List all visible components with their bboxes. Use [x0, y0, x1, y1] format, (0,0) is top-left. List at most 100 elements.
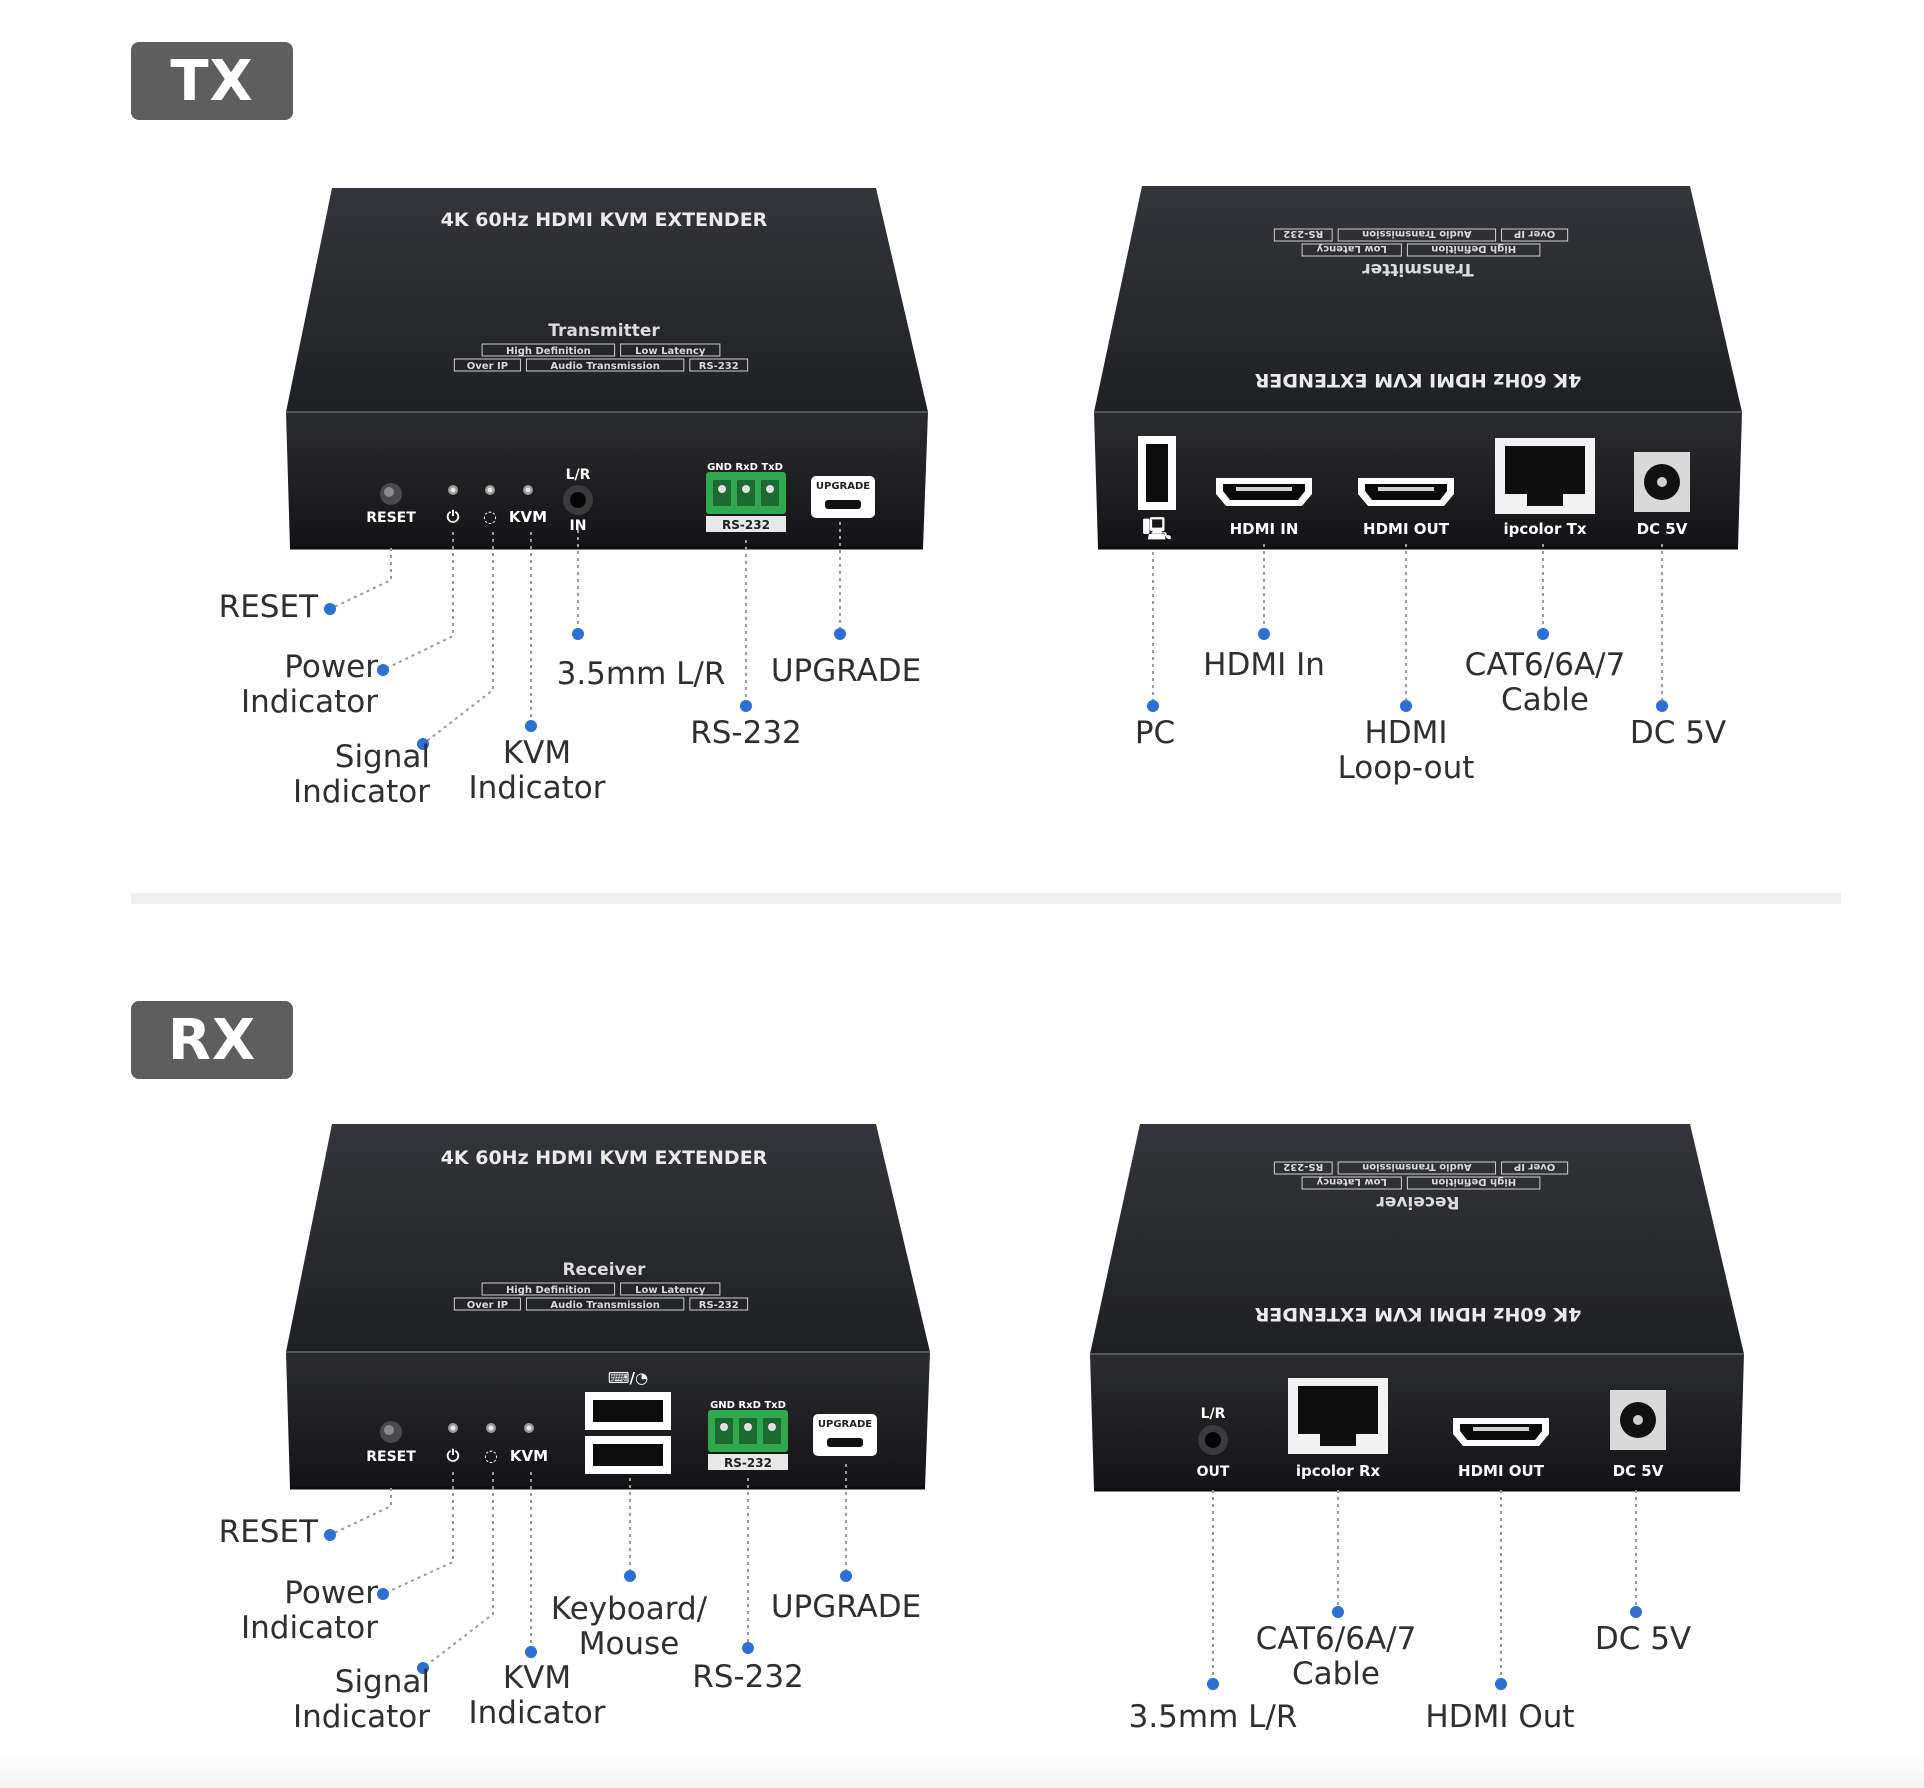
- led-indicator-core: [487, 487, 493, 493]
- top-tag-text: Audio Transmission: [550, 1300, 659, 1311]
- led-indicator-core: [525, 487, 531, 493]
- top-tag-text: Low Latency: [1316, 243, 1387, 254]
- top-tag-text: Over IP: [467, 361, 508, 372]
- callout-dot: [1332, 1606, 1344, 1618]
- reset-button-shine: [384, 487, 394, 497]
- tx-callout-reset-line: RESET: [218, 589, 318, 625]
- device-top-surface: [1090, 1124, 1744, 1354]
- tx-front-kvm-label: KVM: [509, 508, 547, 526]
- pc-icon: 🖳: [1142, 517, 1171, 542]
- callout-dot: [417, 738, 429, 750]
- top-tag-box: [1273, 1161, 1333, 1175]
- top-subtitle-text: Receiver: [562, 1260, 646, 1280]
- top-tag-box: [481, 1282, 616, 1296]
- rx-rear-audio-top-label: L/R: [1201, 1406, 1226, 1422]
- top-printing: 4K 60Hz HDMI KVM EXTENDERTransmitterHigh…: [1254, 228, 1581, 391]
- top-tag-text: RS-232: [1283, 228, 1323, 239]
- tx-rear-hdmi-in-label: HDMI IN: [1230, 520, 1299, 538]
- terminal-screw: [744, 1423, 752, 1431]
- tx-callout-upgrade-line: UPGRADE: [770, 653, 922, 689]
- rx-callout-upgrade-line: UPGRADE: [770, 1589, 922, 1625]
- callout-dot: [840, 1570, 852, 1582]
- rx-callout-kvm-line: KVM: [502, 1660, 572, 1696]
- tx-callout-signal-line: Signal: [334, 739, 430, 775]
- tx-callout-hdmi-in-line: HDMI In: [1203, 647, 1325, 683]
- rj45-port-socket: [1298, 1386, 1378, 1446]
- tx-callout-pc-line: PC: [1134, 715, 1176, 751]
- upgrade-port-socket: [827, 1438, 863, 1447]
- callout-dot: [834, 628, 846, 640]
- led-indicator-core: [450, 487, 456, 493]
- callout-dot: [525, 1646, 537, 1658]
- rx-callout-kvm-line: Indicator: [468, 1695, 606, 1731]
- top-tag-text: Over IP: [1514, 1161, 1555, 1172]
- tx-front-reset-label: RESET: [366, 510, 416, 526]
- top-tag-box: [1337, 228, 1497, 242]
- audio-jack-hole: [570, 492, 586, 508]
- rx-front-reset-label: RESET: [366, 1449, 416, 1465]
- rx-callout-rs232: RS-232: [692, 1660, 804, 1695]
- hdmi-port-pins: [1473, 1427, 1529, 1431]
- tx-callout-rs232-line: RS-232: [690, 715, 802, 751]
- upgrade-port-socket: [825, 500, 861, 509]
- rx-callout-hdmi-out-line: HDMI Out: [1425, 1699, 1575, 1735]
- tx-callout-power-line: Power: [284, 649, 378, 685]
- reset-button-shine: [384, 1425, 394, 1435]
- signal-symbol: ◌: [484, 1446, 498, 1465]
- callout-dot: [525, 720, 537, 732]
- rx-callout-rs232-line: RS-232: [692, 1659, 804, 1695]
- tx-callout-signal-line: Indicator: [293, 774, 430, 810]
- rx-callout-power-line: Power: [284, 1575, 378, 1611]
- rx-callout-audio-line: 3.5mm L/R: [1128, 1699, 1298, 1735]
- callout-dot: [1147, 700, 1159, 712]
- rx-front-kvm-label: KVM: [510, 1447, 548, 1465]
- top-tag-box: [689, 358, 749, 372]
- callout-leader-line: [329, 548, 392, 610]
- tx-callout-hdmi-loop-line: HDMI: [1364, 715, 1448, 751]
- top-tag-text: Audio Transmission: [1362, 1161, 1471, 1172]
- power-symbol: ⏻: [447, 1446, 460, 1465]
- callout-dot: [1258, 628, 1270, 640]
- callout-dot: [1495, 1678, 1507, 1690]
- top-tag-box: [481, 343, 616, 357]
- usb-port-socket: [1146, 444, 1168, 502]
- rx-callout-usb: Keyboard/Mouse: [551, 1592, 707, 1662]
- tx-badge: TX: [131, 42, 293, 120]
- rx-callout-signal-line: Indicator: [293, 1699, 430, 1735]
- power-symbol: ⏻: [447, 507, 460, 526]
- top-printing: 4K 60Hz HDMI KVM EXTENDERTransmitterHigh…: [441, 209, 768, 372]
- rx-callout-reset-line: RESET: [218, 1514, 318, 1550]
- rx-callout-reset: RESET: [219, 1515, 318, 1550]
- hdmi-port-pins: [1236, 487, 1292, 491]
- callout-leader-line: [329, 1488, 392, 1536]
- terminal-screw: [720, 1423, 728, 1431]
- top-subtitle-text: Receiver: [1376, 1192, 1460, 1212]
- rx-front-rs232-pins-label: GND RxD TxD: [710, 1400, 786, 1411]
- top-title-text: 4K 60Hz HDMI KVM EXTENDER: [1254, 369, 1581, 391]
- rs232-label-plate: [708, 1454, 788, 1470]
- tx-front-rs232-pins-label: GND RxD TxD: [707, 462, 783, 473]
- top-tag-box: [620, 1282, 721, 1296]
- device-top-surface: [1094, 186, 1742, 412]
- top-tag-text: Audio Transmission: [1362, 228, 1471, 239]
- rx-rear-hdmi-out-label: HDMI OUT: [1458, 1462, 1545, 1480]
- tx-callout-kvm-line: Indicator: [468, 770, 606, 806]
- top-tag-box: [453, 1297, 521, 1311]
- top-tag-text: Audio Transmission: [550, 361, 659, 372]
- callout-leader-line: [422, 532, 494, 745]
- usb-port-socket: [593, 1400, 663, 1422]
- tx-callout-power-line: Indicator: [241, 684, 378, 720]
- tx-callout-cable-line: Cable: [1500, 682, 1589, 718]
- dc-jack-pin: [1633, 1415, 1643, 1425]
- device-front-face: [1090, 1354, 1744, 1490]
- top-tag-text: RS-232: [699, 361, 739, 372]
- tx-callout-reset: RESET: [219, 590, 318, 625]
